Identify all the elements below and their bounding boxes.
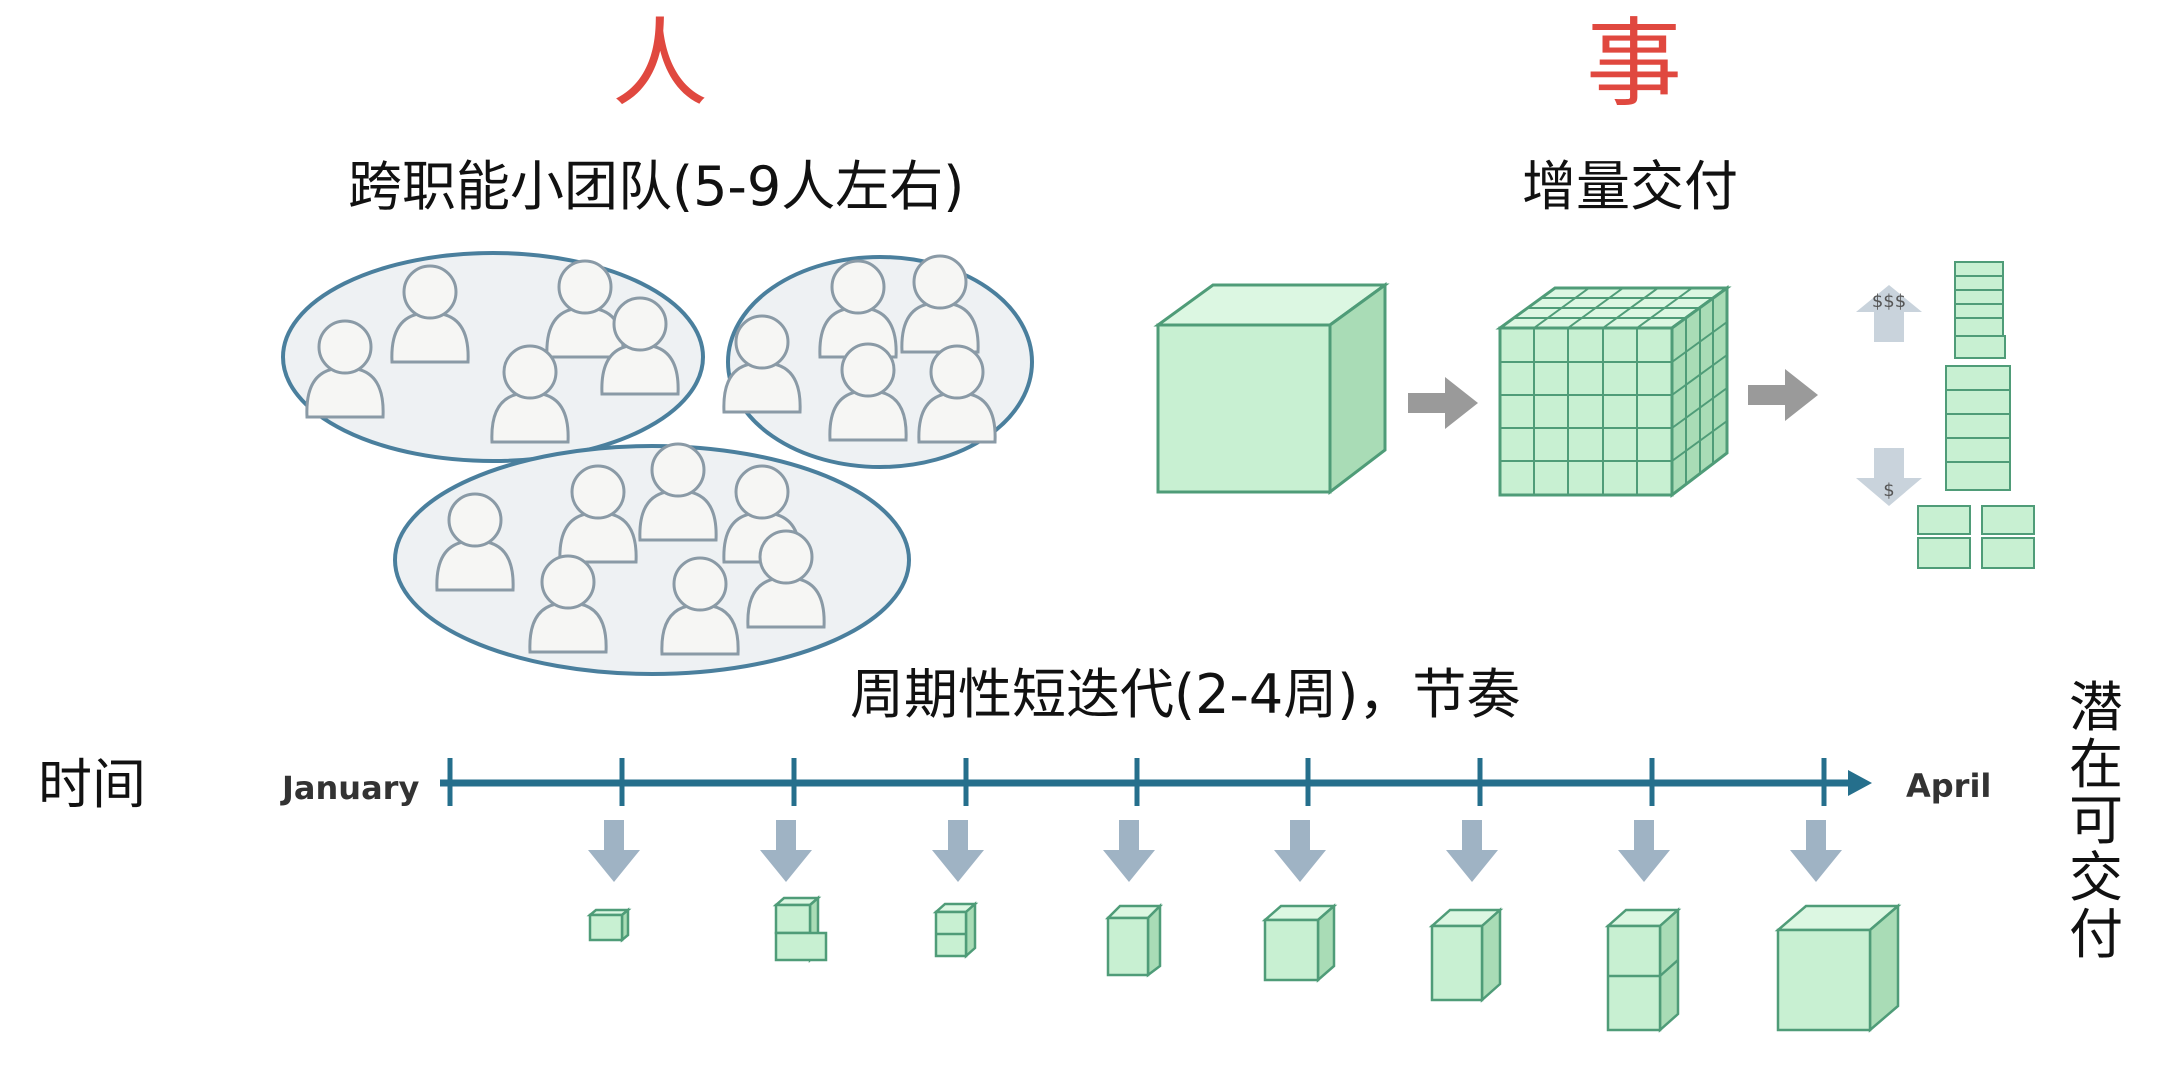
cube-icon	[1104, 902, 1164, 978]
people-title: 人	[612, 8, 708, 120]
arrow-down-icon	[1446, 820, 1498, 882]
arrow-down-icon	[588, 820, 640, 882]
iteration-heading: 周期性短迭代(2-4周)，节奏	[850, 663, 1521, 726]
team-heading: 跨职能小团队(5-9人左右)	[348, 155, 965, 218]
timeline-start-label: January	[282, 769, 420, 807]
time-label: 时间	[38, 753, 146, 816]
timeline-end-label: April	[1906, 767, 1992, 805]
arrow-down-icon	[760, 820, 812, 882]
arrow-down-icon	[932, 820, 984, 882]
cube-icon	[1428, 907, 1504, 1003]
cube-icon	[586, 907, 632, 943]
arrow-right-icon	[1408, 377, 1478, 429]
cube-icon	[1604, 907, 1682, 1033]
timeline-axis	[440, 758, 1872, 806]
arrow-up-icon	[1856, 285, 1922, 342]
arrow-down-icon	[1790, 820, 1842, 882]
arrow-right-icon	[1748, 369, 1818, 421]
cube-icon	[1495, 285, 1732, 499]
potential-deliverable-label: 潜 在 可 交 付	[2069, 676, 2123, 966]
low-value-label: $	[1883, 480, 1894, 501]
arrow-down-icon	[1856, 448, 1922, 506]
arrow-down-icon	[1103, 820, 1155, 882]
arrow-down-icon	[1618, 820, 1670, 882]
high-value-label: $$$	[1872, 291, 1906, 312]
arrow-down-icon	[1274, 820, 1326, 882]
work-title: 事	[1586, 8, 1682, 120]
cube-icon	[772, 895, 828, 964]
delivery-heading: 增量交付	[1522, 155, 1738, 218]
cube-icon	[1261, 903, 1338, 983]
cube-icon	[1153, 282, 1390, 496]
cube-icon	[932, 901, 979, 959]
stacked-blocks	[1917, 261, 2035, 569]
cube-icon	[1774, 903, 1902, 1033]
